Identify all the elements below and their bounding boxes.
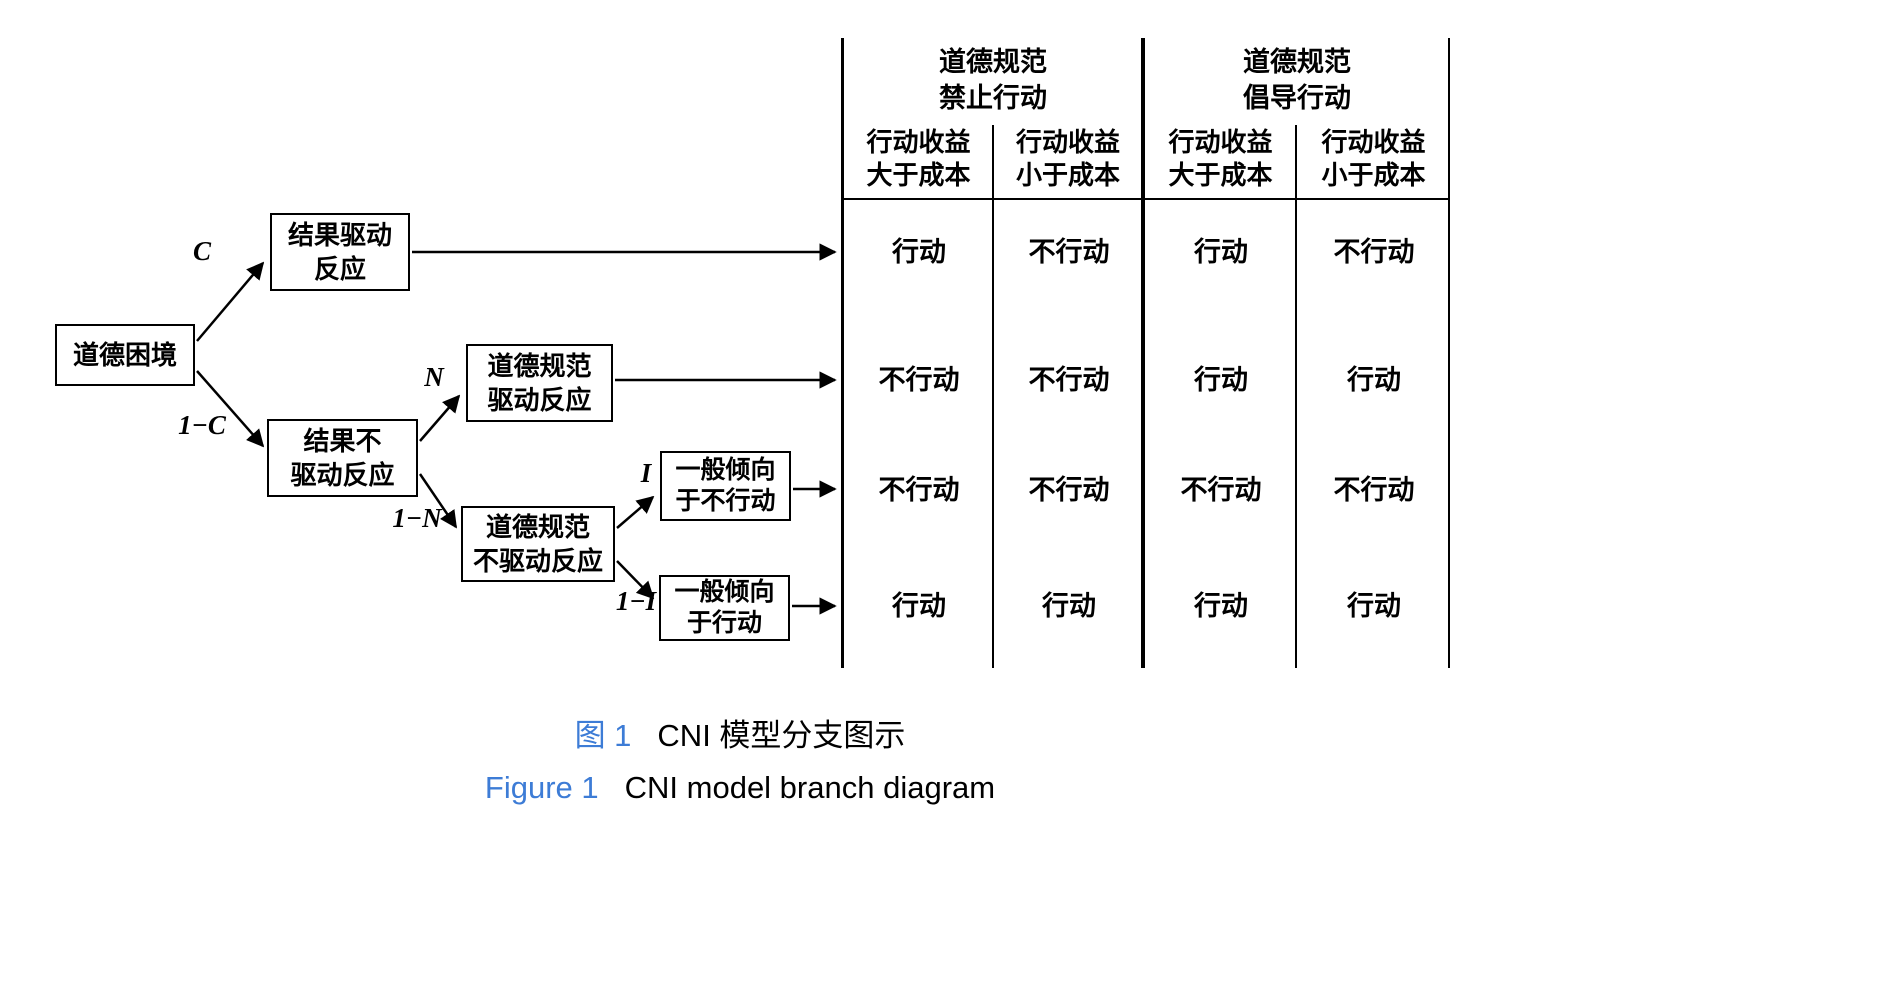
node-label-line: 于不行动 xyxy=(675,487,776,515)
table-cell-r4c1: 行动 xyxy=(892,591,946,621)
table-cell-r2c3: 行动 xyxy=(1194,365,1248,395)
node-inaction-preference: 一般倾向 于不行动 xyxy=(660,451,791,521)
col-header-1: 行动收益 大于成本 xyxy=(845,126,992,192)
node-label-line: 反应 xyxy=(313,254,366,284)
caption-en-text: CNI model branch diagram xyxy=(624,770,996,805)
table-rule-subcol-1 xyxy=(992,125,994,668)
table-cell-r4c4: 行动 xyxy=(1347,591,1401,621)
table-rule-header-bottom xyxy=(841,198,1450,200)
col-header-4: 行动收益 小于成本 xyxy=(1298,126,1449,192)
branch-label-1-i: 1−I xyxy=(615,586,657,616)
node-consequence-not-driven: 结果不 驱动反应 xyxy=(267,419,418,497)
node-label-line: 驱动反应 xyxy=(290,460,395,490)
col-header-line: 行动收益 xyxy=(1168,127,1273,157)
table-cell-r3c4: 不行动 xyxy=(1333,475,1415,505)
col-header-line: 小于成本 xyxy=(1015,160,1120,190)
col-header-line: 大于成本 xyxy=(866,160,971,190)
node-label-line: 驱动反应 xyxy=(487,385,592,415)
table-cell-r3c3: 不行动 xyxy=(1180,475,1262,505)
table-cell-r3c1: 不行动 xyxy=(878,475,960,505)
node-moral-dilemma-label: 道德困境 xyxy=(72,340,177,370)
branch-label-c: C xyxy=(192,236,211,266)
col-header-line: 小于成本 xyxy=(1321,160,1426,190)
col-header-3: 行动收益 大于成本 xyxy=(1146,126,1295,192)
branch-label-1-c: 1−C xyxy=(178,410,226,440)
col-header-line: 行动收益 xyxy=(1321,127,1426,157)
node-norm-driven: 道德规范 驱动反应 xyxy=(466,344,613,422)
node-moral-dilemma: 道德困境 xyxy=(55,324,195,386)
node-label-line: 于行动 xyxy=(686,609,762,637)
table-cell-r1c1: 行动 xyxy=(892,237,946,267)
arrow-to-action-preference xyxy=(616,560,655,600)
caption-zh-text: CNI 模型分支图示 xyxy=(657,718,906,753)
caption-en: Figure 1 CNI model branch diagram xyxy=(0,770,1480,806)
node-label-line: 道德规范 xyxy=(487,351,592,381)
node-norm-not-driven: 道德规范 不驱动反应 xyxy=(461,506,615,582)
table-cell-r1c4: 不行动 xyxy=(1333,237,1415,267)
branch-label-1-n: 1−N xyxy=(392,503,442,533)
group-header-prohibitive: 道德规范 禁止行动 xyxy=(845,44,1141,116)
table-cell-r2c2: 不行动 xyxy=(1028,365,1110,395)
node-label-line: 不驱动反应 xyxy=(472,546,603,576)
group-header-line: 道德规范 xyxy=(939,47,1047,77)
col-header-line: 行动收益 xyxy=(1015,127,1120,157)
node-label-line: 结果驱动 xyxy=(287,220,392,250)
table-cell-r1c3: 行动 xyxy=(1194,237,1248,267)
group-header-line: 道德规范 xyxy=(1243,47,1351,77)
arrow-to-norm-not-driven xyxy=(418,473,458,529)
caption-en-label: Figure 1 xyxy=(484,770,599,805)
branch-label-i: I xyxy=(640,458,652,488)
col-header-line: 大于成本 xyxy=(1168,160,1273,190)
table-cell-r2c4: 行动 xyxy=(1347,365,1401,395)
table-cell-r1c2: 不行动 xyxy=(1028,237,1110,267)
group-header-line: 倡导行动 xyxy=(1243,83,1351,113)
node-action-preference: 一般倾向 于行动 xyxy=(659,575,790,641)
table-rule-left xyxy=(841,38,844,668)
table-rule-middle xyxy=(1141,38,1145,668)
branch-label-n: N xyxy=(424,362,444,392)
arrow-to-inaction-preference xyxy=(616,495,655,529)
table-cell-r2c1: 不行动 xyxy=(878,365,960,395)
col-header-line: 行动收益 xyxy=(866,127,971,157)
caption-zh: 图 1 CNI 模型分支图示 xyxy=(0,710,1480,755)
table-rule-right xyxy=(1448,38,1450,668)
node-label-line: 一般倾向 xyxy=(674,578,775,606)
arrow-root-to-consequence-not-driven xyxy=(196,370,265,448)
table-cell-r4c3: 行动 xyxy=(1194,591,1248,621)
caption-zh-label: 图 1 xyxy=(574,718,632,753)
table-cell-r4c2: 行动 xyxy=(1042,591,1096,621)
table-rule-subcol-2 xyxy=(1295,125,1297,668)
group-header-prescriptive: 道德规范 倡导行动 xyxy=(1145,44,1449,116)
col-header-2: 行动收益 小于成本 xyxy=(995,126,1141,192)
arrow-to-norm-driven xyxy=(419,394,461,442)
node-consequence-driven: 结果驱动 反应 xyxy=(270,213,410,291)
group-header-line: 禁止行动 xyxy=(939,83,1047,113)
table-cell-r3c2: 不行动 xyxy=(1028,475,1110,505)
node-label-line: 一般倾向 xyxy=(675,456,776,484)
node-label-line: 结果不 xyxy=(303,426,382,456)
arrow-root-to-consequence-driven xyxy=(196,261,265,342)
node-label-line: 道德规范 xyxy=(485,512,590,542)
